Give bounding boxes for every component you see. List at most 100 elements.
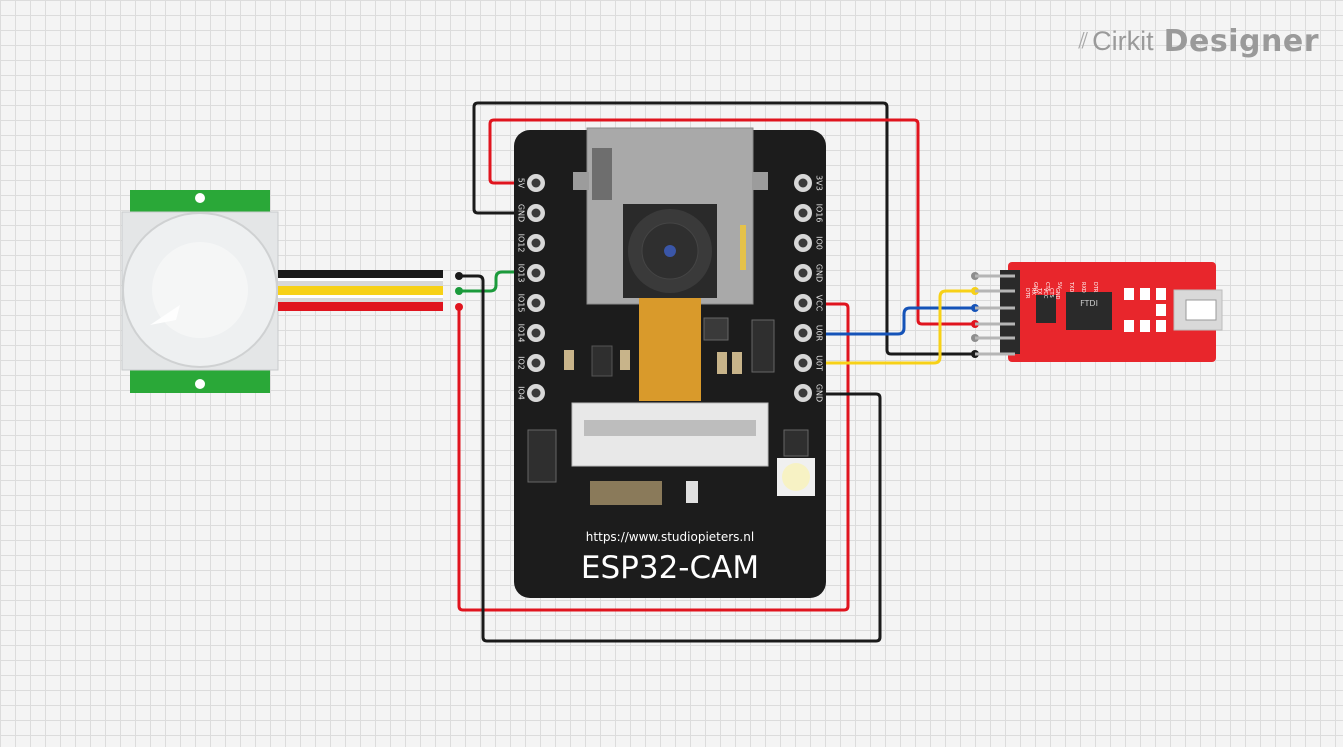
smd-component [717, 352, 727, 374]
esp32-pin-hole [531, 358, 541, 368]
wire-u0t-ftdi-rx[interactable] [803, 289, 975, 365]
pir-lens-reflection [150, 305, 180, 325]
ftdi-top-label: CTS [1044, 282, 1050, 292]
ftdi-top-label: TXD [1068, 281, 1074, 292]
ftdi-led [1124, 288, 1134, 300]
esp32-pin-label: 3V3 [815, 175, 824, 191]
esp32-pin-hole [531, 238, 541, 248]
cirkit-designer-brand: ⫽ Cirkit Designer [1078, 24, 1319, 59]
esp32-pin-label: VCC [815, 295, 824, 312]
smd-ic [703, 317, 729, 341]
endpoint-pir-out[interactable] [455, 287, 463, 295]
sd-slot-contact [740, 225, 746, 270]
smd-resistors [590, 481, 662, 505]
ftdi-chip [1066, 292, 1112, 330]
ftdi-bottom-label: DTR [1024, 288, 1030, 299]
pir-cable-yellow [278, 286, 443, 295]
camera-ribbon [639, 298, 701, 401]
ftdi-bottom-label: TX [1036, 287, 1042, 295]
esp32-pin-label: IO13 [517, 264, 526, 283]
ftdi-resistor [1156, 288, 1166, 300]
sd-slot-tab-left [573, 172, 589, 190]
esp32-pin-hole [531, 388, 541, 398]
esp32-pin-label: GND [815, 264, 824, 282]
esp32-pin-hole [531, 208, 541, 218]
esp32-pin-hole [798, 238, 808, 248]
smd-transistor [527, 429, 557, 483]
pir-cable-gap-2 [278, 298, 443, 302]
brand-product: Designer [1163, 24, 1319, 59]
wire-u0r-ftdi-tx[interactable] [803, 306, 975, 336]
esp32-pin-label: GND [815, 384, 824, 402]
pir-dome-highlight [152, 242, 248, 338]
esp32-pin-hole [798, 388, 808, 398]
esp32-pin-hole [531, 298, 541, 308]
ftdi-top-label: GND [1032, 282, 1038, 294]
esp32-pin-label: IO15 [517, 294, 526, 313]
ftdi-led [1124, 320, 1134, 332]
pir-cable-black [278, 270, 443, 278]
ftdi-pin-2[interactable] [975, 306, 1015, 310]
esp32-pin-hole [798, 358, 808, 368]
ftdi-header-pins [975, 274, 1015, 356]
esp32-pin-label: 5V [517, 178, 526, 189]
wire-gnd-ftdi[interactable] [472, 101, 975, 356]
ftdi-pin-5[interactable] [975, 352, 1015, 356]
ftdi-bottom-label: RX [1030, 288, 1036, 295]
ftdi-jumper [1036, 295, 1056, 323]
wire-pir-vcc[interactable] [457, 302, 850, 612]
pir-sensor[interactable] [121, 190, 443, 393]
ftdi-bottom-label: GND [1054, 288, 1060, 300]
ftdi-pin-0[interactable] [975, 274, 1015, 278]
ftdi-resistor [1140, 320, 1150, 332]
esp32-pin-hole [531, 178, 541, 188]
esp32-pin-label: GND [517, 204, 526, 222]
endpoint-pir-vcc[interactable] [455, 303, 463, 311]
board-title: ESP32-CAM [581, 550, 759, 586]
pir-cable-gap-1 [278, 281, 443, 286]
esp32-cam-board[interactable]: https://www.studiopieters.nl ESP32-CAM 5… [514, 127, 826, 598]
ftdi-bottom-label: CTS [1048, 288, 1054, 298]
usb-port-icon [1185, 299, 1217, 321]
esp32-pin-hole [798, 178, 808, 188]
pir-mount-hole-top [195, 193, 205, 203]
smd-component [620, 350, 630, 370]
esp32-pin-hole [798, 298, 808, 308]
ftdi-chip-label: FTDI [1080, 299, 1098, 308]
ftdi-pin-1[interactable] [975, 289, 1015, 293]
ftdi-pin-4[interactable] [975, 336, 1015, 340]
ftdi-top-label: DTR [1092, 282, 1098, 293]
esp32-pin-label: IO14 [517, 324, 526, 343]
pir-mount-hole-bottom [195, 379, 205, 389]
esp32-pin-label: IO0 [815, 236, 824, 250]
ftdi-top-label: RXD [1080, 282, 1086, 293]
smd-transistor [783, 429, 809, 457]
smd-component [686, 481, 698, 503]
flash-led [782, 463, 810, 491]
esp32-pin-label: IO16 [815, 204, 824, 223]
esp32-pin-label: IO4 [517, 386, 526, 400]
endpoint-pir-gnd[interactable] [455, 272, 463, 280]
pir-cable-red [278, 302, 443, 311]
smd-array [751, 319, 775, 373]
ftdi-pin-3[interactable] [975, 322, 1015, 326]
wire-5v-ftdi[interactable] [488, 118, 975, 326]
wire-pir-signal-io13[interactable] [459, 270, 536, 293]
esp32-pin-label: U0R [815, 325, 824, 342]
ftdi-resistor [1140, 288, 1150, 300]
wire-pir-gnd[interactable] [459, 274, 882, 643]
pir-cable-separator-1 [278, 278, 443, 281]
sd-slot-spring [592, 148, 612, 200]
cirkit-logo-icon: ⫽ [1078, 29, 1089, 54]
esp32-pin-hole [798, 328, 808, 338]
ftdi-top-labels: GND CTS 5V TXD RXD DTR [1032, 281, 1098, 294]
wires [457, 101, 975, 643]
camera-sensor-icon [664, 245, 676, 257]
brand-name: Cirkit [1092, 26, 1154, 56]
ftdi-top-label: 5V [1056, 282, 1062, 289]
